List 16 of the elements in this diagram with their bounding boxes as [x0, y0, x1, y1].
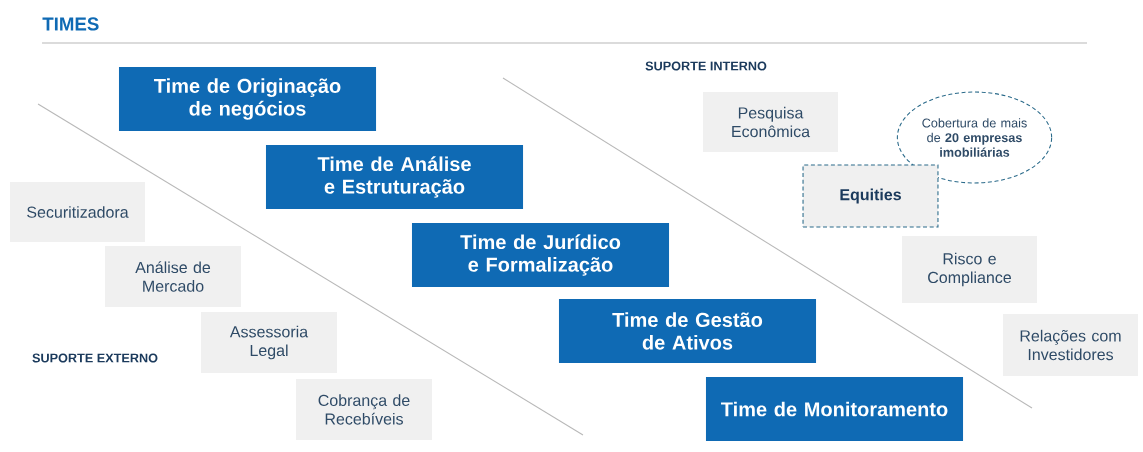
- team-box: Time de Gestão de Ativos: [558, 299, 817, 363]
- team-box: Time de Análise e Estruturação: [265, 145, 524, 209]
- team-box: Time de Jurídico e Formalização: [411, 223, 670, 287]
- support-box: Assessoria Legal: [201, 311, 337, 374]
- team-box: Time de Monitoramento: [705, 377, 964, 441]
- support-box: Securitizadora: [10, 182, 145, 242]
- title: TIMES: [42, 17, 99, 31]
- section-label: SUPORTE EXTERNO: [32, 353, 158, 363]
- support-box: Risco e Compliance: [902, 236, 1037, 303]
- team-box: Time de Originação de negócios: [119, 67, 377, 131]
- support-box: Cobrança de Recebíveis: [296, 378, 432, 440]
- section-label: SUPORTE INTERNO: [645, 61, 767, 71]
- support-box: Pesquisa Econômica: [703, 92, 838, 152]
- dashed-box: Equities: [802, 164, 939, 228]
- support-box: Relações com Investidores: [1003, 314, 1138, 376]
- support-box: Análise de Mercado: [105, 245, 241, 308]
